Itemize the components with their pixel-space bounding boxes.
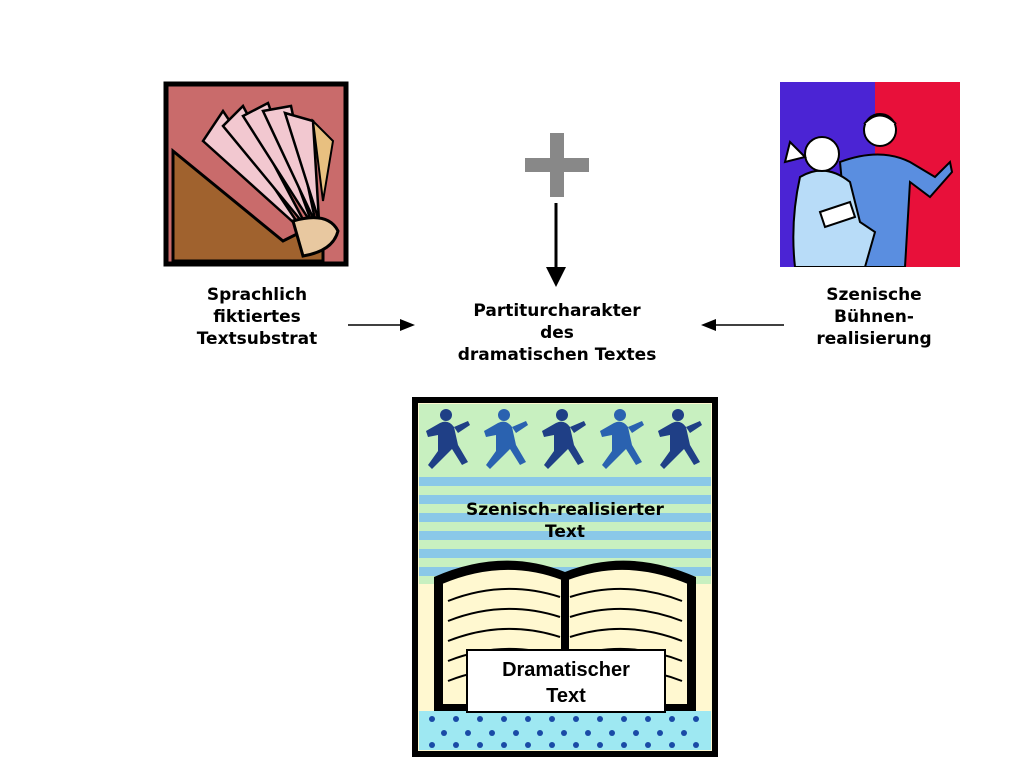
open-book-icon	[163, 81, 349, 267]
dramatic-text-line-2: Text	[546, 685, 586, 707]
stage-couple-clipart	[780, 82, 960, 267]
center-label-line-3: dramatischen Textes	[457, 345, 657, 365]
center-label-line-2: des	[540, 323, 574, 343]
plus-icon	[525, 133, 589, 197]
left-label-line-3: Textsubstrat	[196, 329, 318, 349]
dramatic-text-box: Dramatischer Text	[466, 649, 666, 713]
staged-text-line-1: Szenisch-realisierter	[466, 500, 664, 520]
book-clipart	[163, 81, 349, 267]
dramatic-text-line-1: Dramatischer	[502, 659, 630, 681]
right-arrow	[348, 319, 415, 331]
left-label: Sprachlich fiktiertes Textsubstrat	[187, 284, 327, 350]
right-label-line-1: Szenische	[826, 285, 922, 305]
staged-text-line-2: Text	[545, 522, 585, 542]
right-label-line-3: realisierung	[816, 329, 932, 349]
left-label-line-1: Sprachlich	[206, 285, 308, 305]
theater-couple-icon	[780, 82, 960, 267]
staged-text-label: Szenisch-realisierter Text	[412, 499, 718, 543]
down-arrow	[546, 203, 566, 287]
running-figures-icon	[426, 409, 702, 469]
staged-text-clipart: Szenisch-realisierter Text Dramatischer …	[412, 397, 718, 757]
left-arrow	[701, 319, 784, 331]
center-label-line-1: Partiturcharakter	[473, 301, 641, 321]
right-label: Szenische Bühnen- realisierung	[800, 284, 948, 350]
center-label: Partiturcharakter des dramatischen Texte…	[437, 300, 677, 366]
right-label-line-2: Bühnen-	[834, 307, 914, 327]
left-label-line-2: fiktiertes	[213, 307, 301, 327]
